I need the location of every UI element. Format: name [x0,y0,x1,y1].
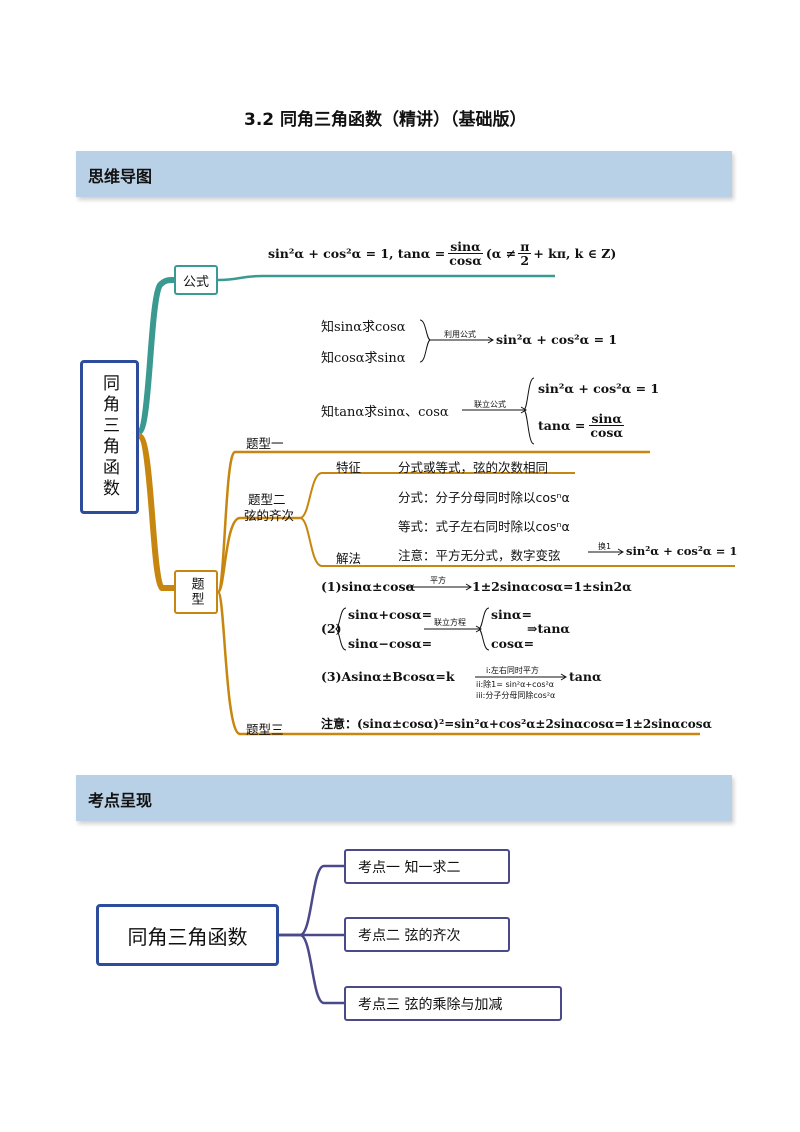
t3-f2-label: (2) [321,621,342,636]
t3-f3-s2: ii:除1= sin²α+cos²α [476,680,555,689]
t3-note: 注意：(sinα±cosα)²=sin²α+cos²α±2sinαcosα=1±… [321,717,712,731]
t1-sys1: sin²α + cos²α = 1 [538,381,660,396]
t3-f2-l2: sinα−cosα= [348,636,433,651]
t1-known1: 知sinα求cosα [321,320,406,335]
kaodian-item-2: 考点二 弦的齐次 [344,917,510,952]
branch-tixing [136,433,174,591]
kaodian-root-label: 同角三角函数 [127,924,248,949]
t2-feature-text: 分式或等式，弦的次数相同 [398,460,549,475]
fan-tixing2 [216,516,300,594]
t3-f2-l1: sinα+cosα= [348,607,433,622]
t3-f2-r2: cosα= [491,636,535,651]
branch-gongshi [136,277,175,435]
t1-known2: 知cosα求sinα [321,351,406,366]
t1-arrow2-label: 联立公式 [474,400,506,409]
t2-dengshi: 等式：式子左右同时除以cosⁿα [398,519,570,534]
sub-feature [299,472,575,519]
t3-f2-arrow-label: 联立方程 [434,618,466,627]
label-tixing3: 题型三 [246,722,284,737]
t3-f3-res: tanα [569,669,602,684]
section-title: 思维导图 [88,167,153,186]
section-banner-kaodian: 考点呈现 [76,775,732,821]
section-banner-mindmap: 思维导图 [76,151,732,197]
t2-note-b: sin²α + cos²α = 1 [626,544,738,558]
t2-note-a: 注意：平方无分式，数字变弦 [398,548,561,563]
gongshi-underline [217,274,555,282]
t2-note-arrow-label: 换1 [598,542,612,551]
node-tixing: 题型 [174,570,218,614]
t3-f3-a: (3)Asinα±Bcosα=k [321,669,455,684]
t3-f1-b: 1±2sinαcosα=1±sin2α [472,579,632,594]
kaodian-root: 同角三角函数 [96,904,279,966]
kaodian-item-label: 考点三 弦的乘除与加减 [358,996,503,1013]
section-title: 考点呈现 [88,791,153,810]
kaodian-item-3: 考点三 弦的乘除与加减 [344,986,562,1021]
node-tixing-label: 题型 [188,577,204,607]
t3-f2-res: ⇒tanα [527,621,571,636]
t3-f2-r1: sinα= [491,607,532,622]
sub-method [299,517,735,567]
fan-tixing3 [216,590,700,736]
t3-f3-s1: i:左右同时平方 [486,666,539,675]
label-tixing1: 题型一 [246,436,284,451]
kaodian-item-label: 考点一 知一求二 [358,859,461,876]
kaodian-item-1: 考点一 知一求二 [344,849,510,884]
t3-f1-a: (1)sinα±cosα [321,579,416,594]
t3-f1-arrow-label: 平方 [430,576,446,585]
label-tixing2-a: 题型二 [248,492,286,507]
t2-method-label: 解法 [336,551,362,566]
label-tixing2-b: 弦的齐次 [244,508,295,523]
t2-fenshi: 分式：分子分母同时除以cosⁿα [398,490,570,505]
mindmap-root-label: 同角三角函数 [99,374,119,500]
t3-f3-s3: iii:分子分母同除cos²α [476,691,556,700]
node-gongshi-label: 公式 [182,274,209,290]
t1-arrow1-label: 利用公式 [444,330,476,339]
node-gongshi: 公式 [174,265,218,295]
mindmap-root: 同角三角函数 [80,360,139,514]
t2-feature-label: 特征 [336,460,362,475]
t1-known3: 知tanα求sinα、cosα [321,405,449,420]
kaodian-item-label: 考点二 弦的齐次 [358,927,461,944]
t1-result1: sin²α + cos²α = 1 [496,332,618,347]
document-title: 3.2 同角三角函数（精讲）（基础版） [244,110,527,130]
